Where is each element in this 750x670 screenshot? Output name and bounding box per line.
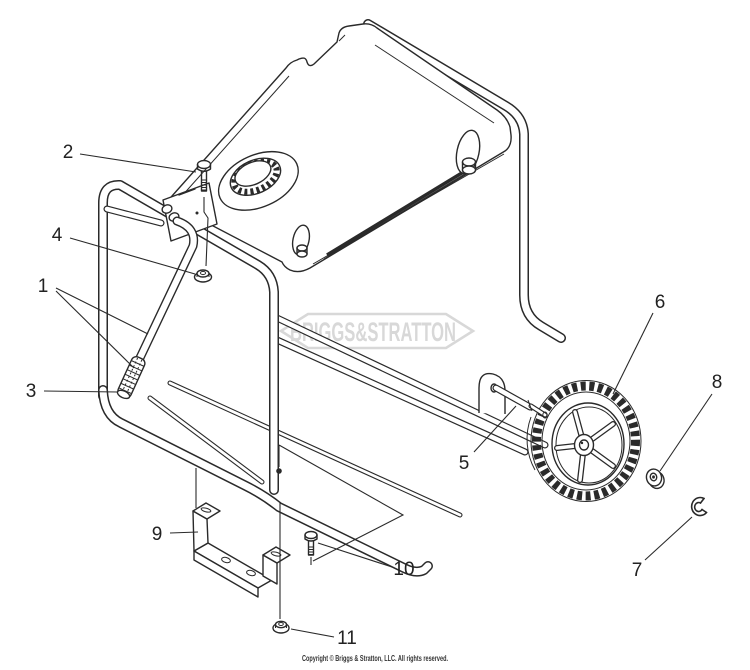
frame-hole-dot <box>276 468 282 474</box>
frame-bottom-rails <box>147 314 549 518</box>
callout-leader-3-handle-grip <box>43 390 119 393</box>
callout-label-1-handle-tube[interactable]: 1 <box>38 276 49 297</box>
callout-leader-9-support-bracket <box>169 531 199 534</box>
copyright-text: Copyright © Briggs & Stratton, LLC. All … <box>302 654 448 663</box>
callout-label-5-axle[interactable]: 5 <box>459 453 470 474</box>
support-bracket <box>192 502 291 598</box>
axle-tab <box>478 372 506 414</box>
bracket-right-flange <box>262 546 291 564</box>
callout-leader-1-handle-tube <box>55 287 149 335</box>
vibration-mount-rear <box>455 129 481 175</box>
callout-label-8-washer[interactable]: 8 <box>712 372 723 393</box>
wheel-tread <box>532 381 640 501</box>
callout-leader-1-handle-tube <box>55 290 135 369</box>
watermark-hexagon <box>278 312 476 350</box>
callout-label-4-handle-mount-nut[interactable]: 4 <box>52 225 63 246</box>
bracket-bolt <box>304 530 318 556</box>
brand-watermark: BRIGGS&STRATTON <box>278 312 476 350</box>
bracket-nut <box>272 620 290 634</box>
callout-label-7-retaining-clip[interactable]: 7 <box>632 560 643 581</box>
frame-far-loop <box>363 19 566 343</box>
vibration-mount-front <box>291 224 311 258</box>
callout-label-2-handle-mount-bolt[interactable]: 2 <box>63 142 74 163</box>
tank-seam <box>326 166 471 257</box>
callout-label-10-bracket-bolt[interactable]: 10 <box>393 559 414 580</box>
handle <box>116 216 199 400</box>
wheel-hub <box>573 433 595 457</box>
callout-label-9-support-bracket[interactable]: 9 <box>152 524 163 545</box>
callout-leader-8-washer <box>659 393 713 472</box>
callout-leader-2-handle-mount-bolt <box>79 153 197 173</box>
callout-leader-7-retaining-clip <box>644 516 693 561</box>
handle-grip <box>116 356 146 400</box>
callout-leader-5-axle <box>473 405 517 453</box>
assembly-lines <box>195 197 405 619</box>
wheel <box>526 380 642 502</box>
fuel-tank <box>169 23 512 273</box>
callout-label-3-handle-grip[interactable]: 3 <box>26 381 37 402</box>
callouts: 1 2 3 4 5 6 7 8 9 10 11 <box>26 142 723 649</box>
callout-leader-11-bracket-nut <box>290 628 335 638</box>
callout-leader-6-wheel <box>612 312 654 395</box>
bracket-left-flange <box>192 502 221 520</box>
retaining-clip <box>690 496 708 517</box>
fuel-cap <box>217 150 299 211</box>
handle-mount-nut <box>193 269 213 283</box>
callout-leader-10-bracket-bolt <box>317 542 393 568</box>
washer <box>645 468 665 490</box>
watermark-text: BRIGGS&STRATTON <box>290 317 456 347</box>
callout-label-6-wheel[interactable]: 6 <box>655 292 666 313</box>
axle-assembly <box>478 372 548 419</box>
callout-leader-4-handle-mount-nut <box>69 237 196 275</box>
handle-mount-bolt <box>196 159 212 192</box>
bracket-web-front <box>193 550 259 598</box>
callout-label-11-bracket-nut[interactable]: 11 <box>337 628 357 649</box>
